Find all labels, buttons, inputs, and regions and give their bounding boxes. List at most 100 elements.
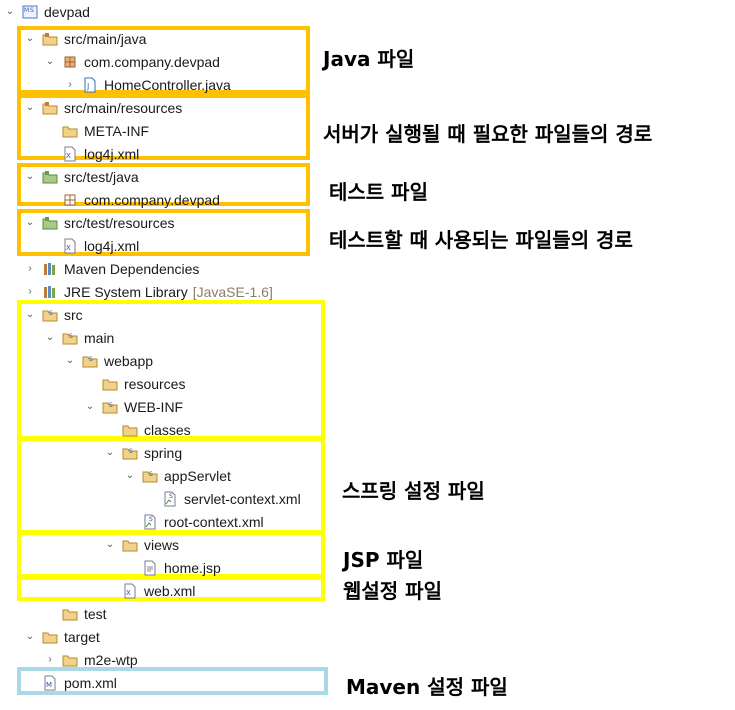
- src-main-java-node[interactable]: ⌄ src/main/java: [24, 27, 147, 50]
- jsp-files-annotation: JSP 파일: [343, 548, 424, 572]
- spring-xml-icon: S: [162, 491, 178, 507]
- src-label: src: [64, 306, 83, 323]
- svg-text:J: J: [86, 82, 89, 91]
- web-inf-label: WEB-INF: [124, 398, 184, 415]
- log4j-test-node[interactable]: X log4j.xml: [44, 234, 139, 257]
- home-jsp-node[interactable]: home.jsp: [124, 556, 221, 579]
- chevron-down-icon[interactable]: ⌄: [25, 631, 35, 642]
- meta-inf-node[interactable]: META-INF: [44, 119, 149, 142]
- package-main-node[interactable]: ⌄ com.company.devpad: [44, 50, 220, 73]
- web-config-annotation: 웹설정 파일: [343, 579, 442, 603]
- svg-text:S: S: [89, 356, 93, 363]
- chevron-down-icon[interactable]: ⌄: [105, 539, 115, 550]
- main-resources-highlight: [17, 94, 310, 160]
- webapp-label: webapp: [104, 352, 154, 369]
- svg-text:M: M: [24, 7, 29, 14]
- chevron-down-icon[interactable]: ⌄: [25, 217, 35, 228]
- spring-xml-icon: S: [142, 514, 158, 530]
- folder-icon: [62, 123, 78, 139]
- servlet-context-label: servlet-context.xml: [184, 490, 301, 507]
- chevron-down-icon[interactable]: ⌄: [65, 355, 75, 366]
- chevron-down-icon[interactable]: ⌄: [45, 56, 55, 67]
- chevron-down-icon[interactable]: ⌄: [45, 332, 55, 343]
- folder-icon: [62, 652, 78, 668]
- pom-highlight: [17, 667, 328, 695]
- src-test-resources-node[interactable]: ⌄ src/test/resources: [24, 211, 175, 234]
- chevron-down-icon[interactable]: ⌄: [125, 470, 135, 481]
- svg-text:X: X: [66, 152, 71, 160]
- package-test-node[interactable]: com.company.devpad: [44, 188, 220, 211]
- web-xml-node[interactable]: X web.xml: [104, 579, 195, 602]
- chevron-down-icon[interactable]: ⌄: [85, 401, 95, 412]
- folder-open-icon: S: [122, 445, 138, 461]
- chevron-down-icon[interactable]: ⌄: [25, 309, 35, 320]
- classes-label: classes: [144, 421, 191, 438]
- chevron-down-icon[interactable]: ⌄: [5, 6, 15, 17]
- chevron-down-icon[interactable]: ⌄: [25, 171, 35, 182]
- jre-library-node[interactable]: › JRE System Library [JavaSE-1.6]: [24, 280, 273, 303]
- test-resources-highlight: [17, 209, 310, 256]
- chevron-down-icon[interactable]: ⌄: [25, 102, 35, 113]
- package-main-label: com.company.devpad: [84, 53, 220, 70]
- app-servlet-node[interactable]: ⌄ S appServlet: [124, 464, 231, 487]
- svg-text:S: S: [169, 493, 173, 500]
- webapp-node[interactable]: ⌄ S webapp: [64, 349, 153, 372]
- home-controller-label: HomeController.java: [104, 76, 231, 93]
- spring-node[interactable]: ⌄ S spring: [104, 441, 182, 464]
- target-label: target: [64, 628, 100, 645]
- resources-node[interactable]: resources: [84, 372, 185, 395]
- pom-node[interactable]: M pom.xml: [24, 671, 117, 694]
- project-label: devpad: [44, 3, 90, 20]
- src-test-java-node[interactable]: ⌄ src/test/java: [24, 165, 139, 188]
- maven-config-annotation: Maven 설정 파일: [346, 675, 508, 699]
- folder-open-icon: S: [62, 330, 78, 346]
- svg-text:S: S: [109, 402, 113, 409]
- chevron-right-icon[interactable]: ›: [68, 79, 72, 90]
- folder-open-icon: S: [102, 399, 118, 415]
- library-icon: [42, 261, 58, 277]
- java-file-icon: J: [82, 77, 98, 93]
- views-node[interactable]: ⌄ views: [104, 533, 179, 556]
- jre-library-label: JRE System Library: [64, 283, 188, 300]
- svg-text:S: S: [30, 7, 34, 14]
- chevron-right-icon[interactable]: ›: [48, 654, 52, 665]
- src-main-resources-node[interactable]: ⌄ src/main/resources: [24, 96, 182, 119]
- pom-label: pom.xml: [64, 674, 117, 691]
- web-inf-node[interactable]: ⌄ S WEB-INF: [84, 395, 183, 418]
- root-context-label: root-context.xml: [164, 513, 264, 530]
- root-context-node[interactable]: S root-context.xml: [124, 510, 264, 533]
- src-node[interactable]: ⌄ S src: [24, 303, 83, 326]
- m2e-wtp-label: m2e-wtp: [84, 651, 138, 668]
- classes-node[interactable]: classes: [104, 418, 191, 441]
- svg-text:S: S: [69, 333, 73, 340]
- m2e-wtp-node[interactable]: › m2e-wtp: [44, 648, 138, 671]
- chevron-down-icon[interactable]: ⌄: [105, 447, 115, 458]
- test-node[interactable]: test: [44, 602, 107, 625]
- home-controller-node[interactable]: › J HomeController.java: [64, 73, 231, 96]
- jre-version-label: [JavaSE-1.6]: [192, 283, 273, 300]
- main-node[interactable]: ⌄ S main: [44, 326, 115, 349]
- maven-dependencies-node[interactable]: › Maven Dependencies: [24, 257, 199, 280]
- test-label: test: [84, 605, 107, 622]
- servlet-context-node[interactable]: S servlet-context.xml: [144, 487, 301, 510]
- folder-icon: [62, 606, 78, 622]
- folder-icon: [102, 376, 118, 392]
- target-node[interactable]: ⌄ target: [24, 625, 100, 648]
- chevron-right-icon[interactable]: ›: [28, 263, 32, 274]
- chevron-right-icon[interactable]: ›: [28, 286, 32, 297]
- chevron-down-icon[interactable]: ⌄: [25, 33, 35, 44]
- src-main-resources-label: src/main/resources: [64, 99, 183, 116]
- java-files-annotation: Java 파일: [323, 47, 415, 71]
- home-jsp-label: home.jsp: [164, 559, 221, 576]
- folder-open-icon: S: [42, 307, 58, 323]
- log4j-main-label: log4j.xml: [84, 145, 140, 162]
- views-label: views: [144, 536, 180, 553]
- test-files-annotation: 테스트 파일: [329, 180, 428, 204]
- source-folder-icon: [42, 100, 58, 116]
- log4j-main-node[interactable]: X log4j.xml: [44, 142, 139, 165]
- java-source-highlight: [17, 26, 310, 94]
- svg-text:S: S: [149, 471, 153, 478]
- meta-inf-label: META-INF: [84, 122, 150, 139]
